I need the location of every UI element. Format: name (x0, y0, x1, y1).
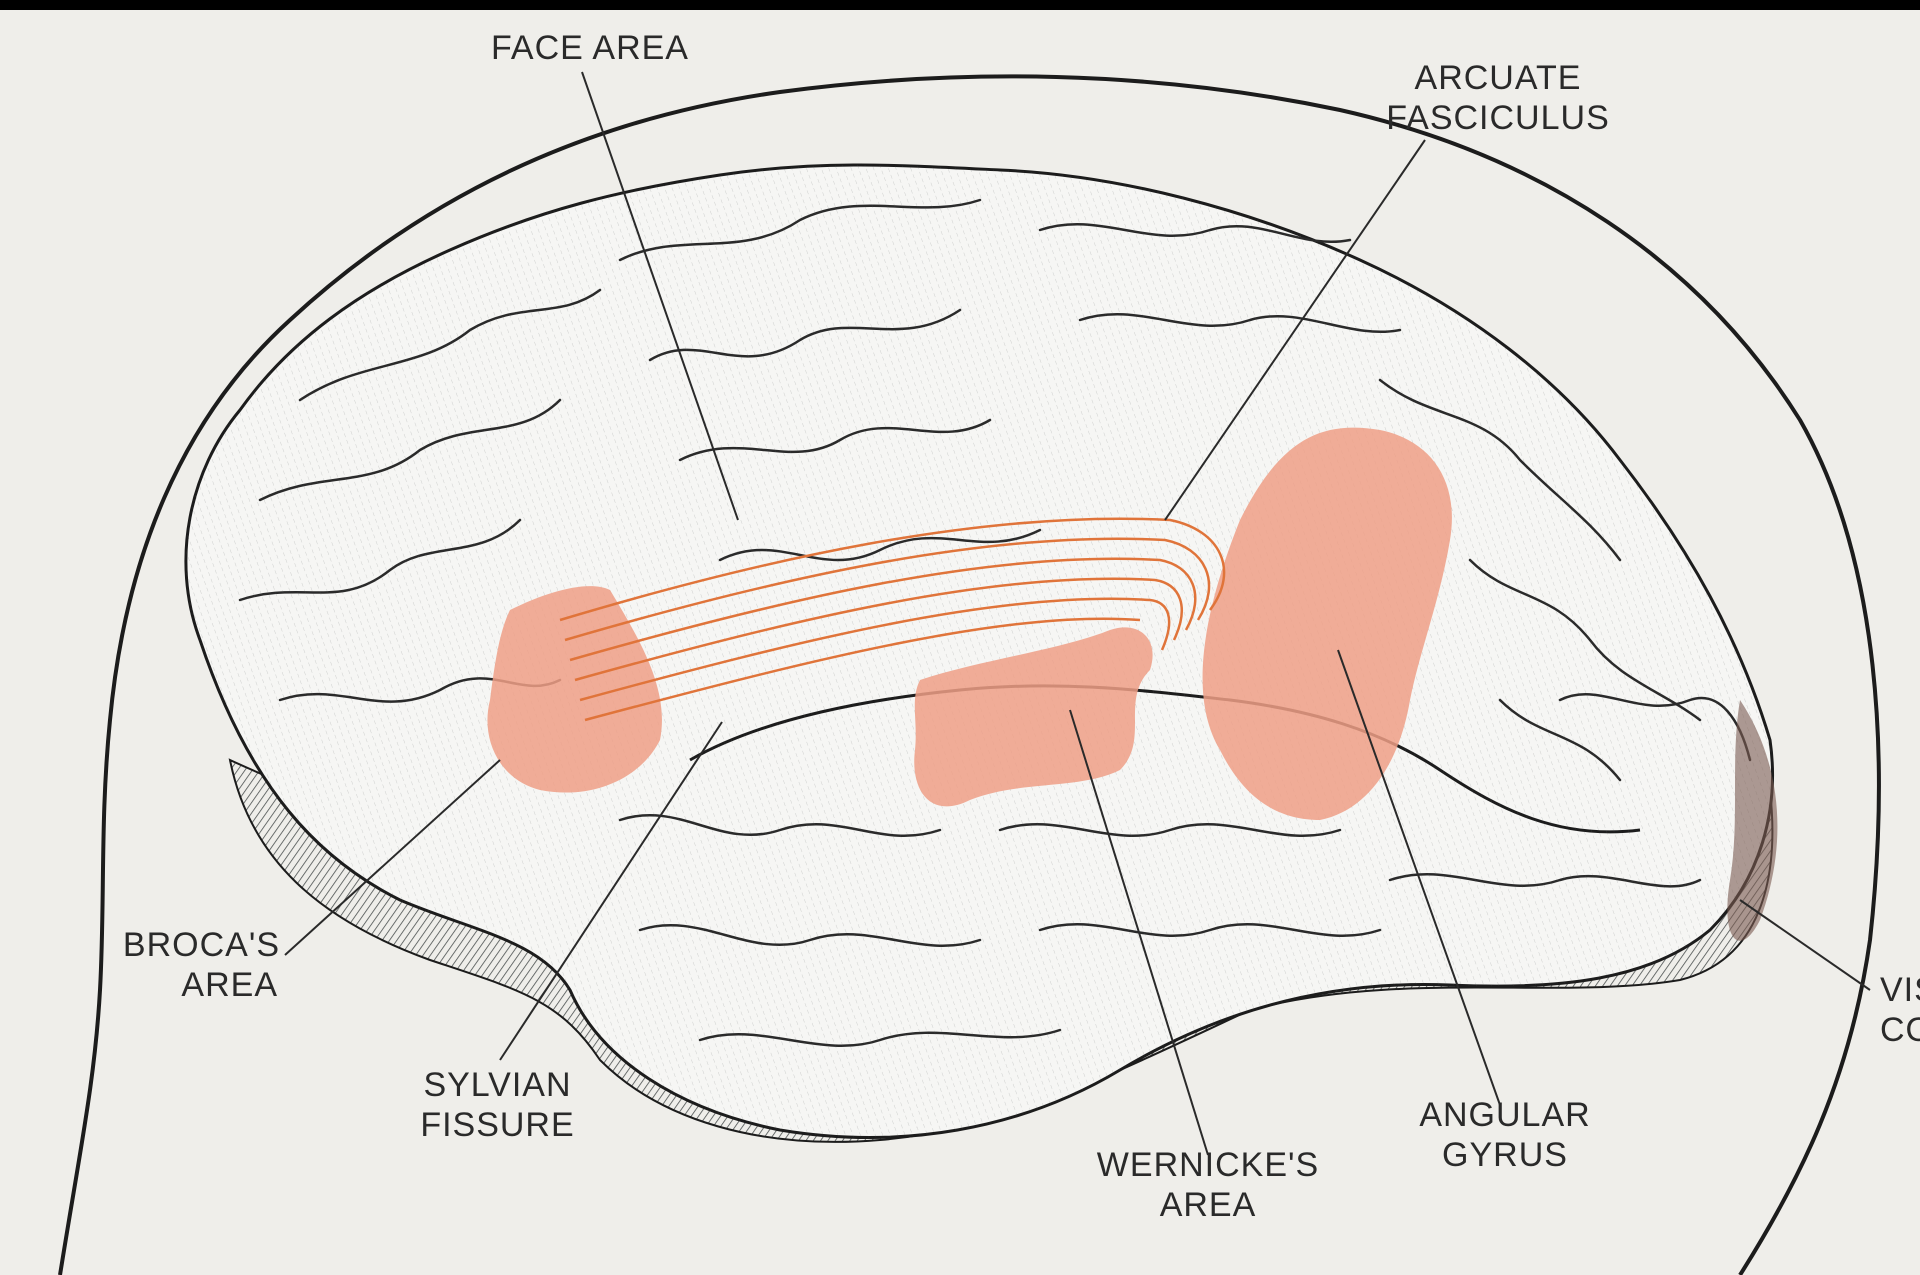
top-border (0, 0, 1920, 10)
angular-line-1: ANGULAR (1395, 1095, 1615, 1135)
face-area-text: FACE AREA (470, 28, 710, 68)
sylvian-fissure-label: SYLVIAN FISSURE (400, 1065, 595, 1145)
arcuate-line-2: FASCICULUS (1368, 98, 1628, 138)
brocas-area-label: BROCA'S AREA (100, 925, 280, 1005)
brocas-line-1: BROCA'S (100, 925, 280, 965)
wernickes-line-1: WERNICKE'S (1068, 1145, 1348, 1185)
brain-texture (186, 165, 1773, 1138)
angular-gyrus-label: ANGULAR GYRUS (1395, 1095, 1615, 1175)
face-area-label: FACE AREA (470, 28, 710, 68)
sylvian-line-1: SYLVIAN (400, 1065, 595, 1105)
visual-line-2: CO (1880, 1010, 1920, 1050)
wernickes-area-label: WERNICKE'S AREA (1068, 1145, 1348, 1225)
visual-leader (1740, 900, 1870, 990)
brocas-line-2: AREA (100, 965, 280, 1005)
visual-cortex-label: VIS CO (1880, 970, 1920, 1050)
angular-line-2: GYRUS (1395, 1135, 1615, 1175)
arcuate-line-1: ARCUATE (1368, 58, 1628, 98)
wernickes-line-2: AREA (1068, 1185, 1348, 1225)
sylvian-line-2: FISSURE (400, 1105, 595, 1145)
arcuate-fasciculus-label: ARCUATE FASCICULUS (1368, 58, 1628, 138)
visual-line-1: VIS (1880, 970, 1920, 1010)
